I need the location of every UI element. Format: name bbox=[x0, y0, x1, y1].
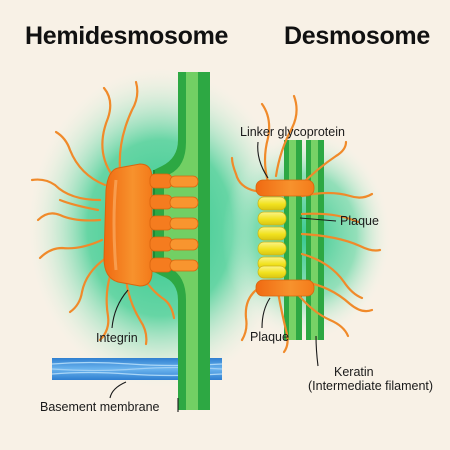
keratin-pointer bbox=[315, 335, 319, 367]
hemidesmosome-plaque bbox=[103, 163, 153, 287]
pointer-lines-left bbox=[109, 289, 179, 412]
integrin-unit bbox=[149, 257, 199, 273]
linker-glycoproteins bbox=[257, 196, 287, 279]
plaque-bottom-pointer bbox=[261, 297, 271, 329]
basement-membrane-label: Basement membrane bbox=[40, 400, 160, 414]
hemidesmosome-illustration bbox=[28, 68, 292, 412]
linker-glycoprotein-pointer bbox=[257, 141, 269, 179]
integrin-unit bbox=[149, 173, 199, 189]
basement-membrane-pointer bbox=[109, 381, 127, 399]
integrin-unit bbox=[149, 215, 199, 231]
integrin-unit bbox=[149, 194, 199, 210]
keratin-filaments-right bbox=[230, 94, 382, 354]
pointer-lines-right bbox=[257, 141, 337, 367]
desmosome-illustration bbox=[222, 94, 390, 367]
integrin-unit bbox=[149, 236, 199, 252]
hemidesmosome-title: Hemidesmosome bbox=[25, 22, 229, 50]
linker-glycoprotein-label: Linker glycoprotein bbox=[240, 125, 345, 139]
desmosome-plaque-bottom bbox=[255, 279, 315, 297]
integrin-proteins bbox=[149, 173, 199, 273]
plaque-label-right: Plaque bbox=[340, 214, 379, 228]
plaque-label-bottom: Plaque bbox=[250, 330, 289, 344]
intermediate-filament-label: (Intermediate filament) bbox=[308, 379, 434, 393]
integrin-pointer bbox=[111, 289, 129, 329]
desmosome-title: Desmosome bbox=[284, 22, 430, 50]
integrin-label: Integrin bbox=[96, 331, 138, 345]
keratin-label: Keratin bbox=[334, 365, 374, 379]
plaque-right-pointer bbox=[299, 217, 337, 222]
desmosome-plaque-top bbox=[255, 179, 315, 197]
